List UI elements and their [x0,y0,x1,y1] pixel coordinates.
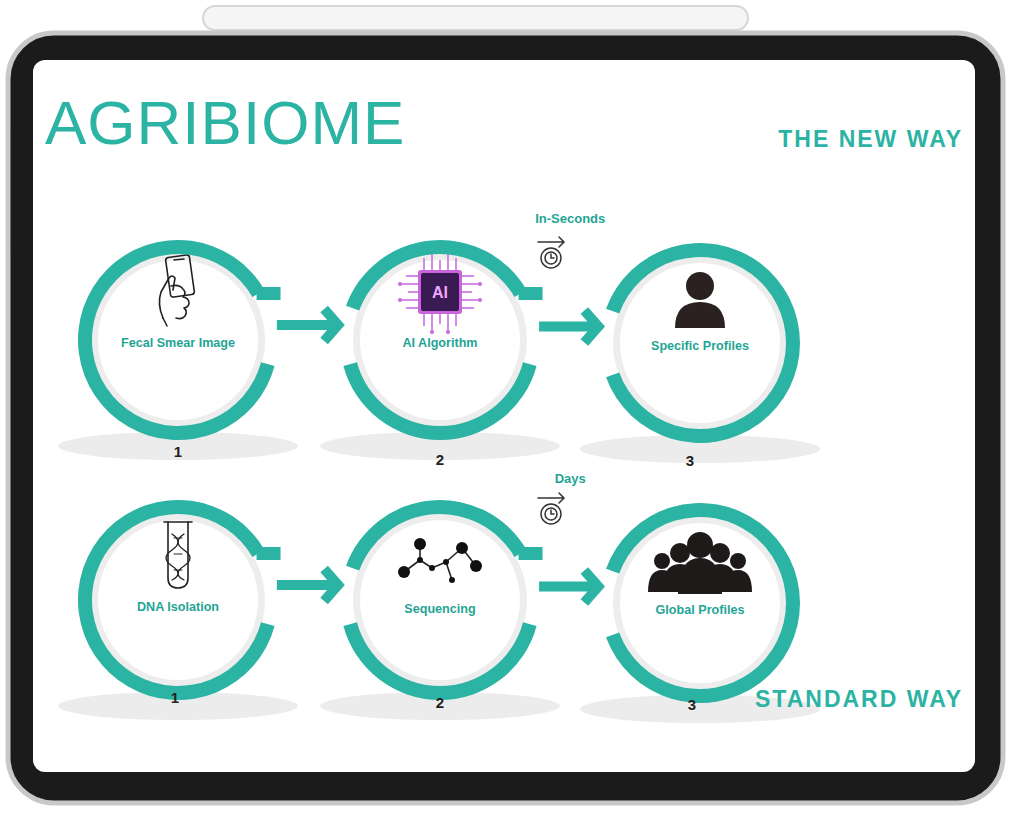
arrow-connector [539,311,598,343]
clock-icon [538,493,564,524]
ring-arc [78,240,275,440]
arrow-head [324,309,338,341]
process-circle: Global Profiles [600,503,800,703]
process-circle: Sequencing [340,500,540,700]
group-icon [648,532,752,594]
ring-arc [343,362,536,440]
callout-number: 3 [686,452,694,470]
ring-stub [519,287,543,300]
ring-stub [519,547,543,560]
edge-label: Days [555,471,586,486]
ring-arc [606,243,800,443]
node-label: Sequencing [360,602,520,617]
ring-arc [346,240,527,311]
node-label: Global Profiles [620,603,780,618]
node-label: Fecal Smear Image [98,336,258,351]
ring-stub [257,547,281,560]
stylus [203,6,748,30]
process-circle: DNA Isolation [78,500,278,700]
molecule-icon [398,538,482,583]
process-circle: AI Algorithm [340,240,540,440]
person-icon [675,272,725,328]
title: AGRIBIOME [45,92,405,154]
inner-discs [91,253,787,690]
clock-icon [538,237,564,268]
callout-number: 3 [688,696,696,714]
arrow-head [324,569,338,601]
ring-arc [78,500,275,700]
ring-arc [343,622,536,700]
callout-number: 1 [174,443,182,461]
test-tube-icon [164,522,192,588]
arrow-shaft [277,580,337,590]
node-label: Specific Profiles [620,339,780,354]
arrow-connector [277,569,338,601]
tablet-screen [33,60,975,772]
process-circle: Fecal Smear Image [78,240,278,440]
hand-phone-icon [159,255,194,326]
process-circle: Specific Profiles [600,243,800,443]
section-heading: STANDARD WAY [755,686,963,714]
callout-number: 2 [436,694,444,712]
arrow-shaft [539,322,597,332]
circle-shadows [58,432,820,723]
node-label: DNA Isolation [98,600,258,615]
arrow-connector [539,571,598,603]
ring-arc [606,503,800,703]
tablet-body [8,33,1003,803]
ring-outline [340,500,540,700]
ai-chip-icon [398,250,482,334]
arrow-head [584,311,598,343]
callout-number: 1 [171,689,179,707]
ring-stub [257,287,281,300]
arrow-head [584,571,598,603]
node-label: AI Algorithm [360,336,520,351]
chip-text: AI [432,283,448,302]
section-heading: THE NEW WAY [778,126,963,154]
callout-number: 2 [436,451,444,469]
ring-arc [346,500,527,571]
arrow-connector [277,309,338,341]
arrow-shaft [539,582,597,592]
arrow-shaft [277,320,337,330]
edge-label: In-Seconds [535,211,605,226]
